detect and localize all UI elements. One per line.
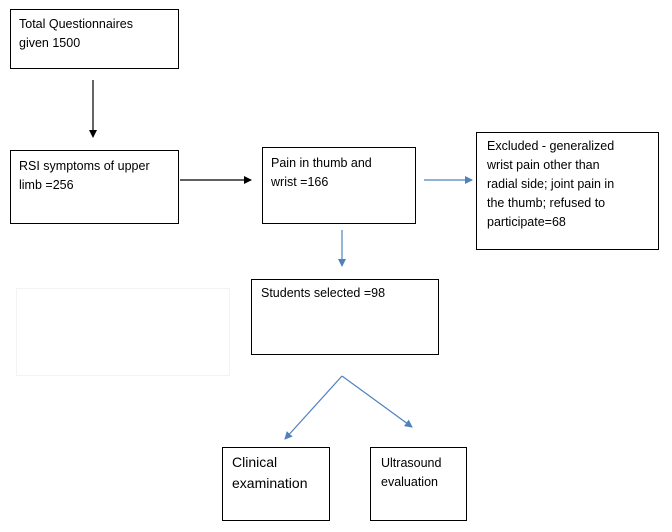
students-selected-box — [251, 279, 439, 355]
rsi-symptoms-label: RSI symptoms of upper limb =256 — [19, 159, 150, 192]
total-questionnaires-box — [10, 9, 179, 69]
excluded-box — [476, 132, 659, 250]
ultrasound-evaluation-label: Ultrasound evaluation — [381, 456, 442, 489]
pain-thumb-wrist-label: Pain in thumb and wrist =166 — [271, 156, 372, 189]
arrow-students-to-clinical — [284, 375, 343, 440]
clinical-examination-label: Clinical examination — [232, 454, 308, 491]
blank-area — [16, 288, 230, 376]
ultrasound-evaluation-box — [370, 447, 467, 521]
students-selected-label: Students selected =98 — [261, 286, 386, 300]
excluded-label: Excluded - generalized wrist pain other … — [487, 139, 615, 229]
arrow-students-to-ultrasound — [341, 375, 413, 428]
total-questionnaires-label: Total Questionnaires given 1500 — [19, 17, 133, 50]
pain-thumb-wrist-box — [262, 147, 416, 224]
rsi-symptoms-box — [10, 150, 179, 224]
clinical-examination-box — [222, 447, 330, 521]
